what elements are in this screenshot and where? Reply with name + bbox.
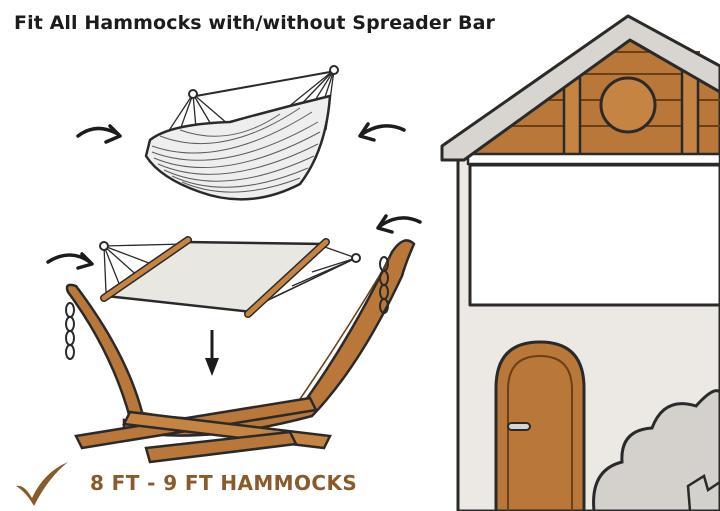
checkmark-icon (16, 462, 68, 506)
house-door (494, 340, 586, 511)
door-handle (507, 422, 531, 431)
house (440, 14, 720, 511)
net-hammock (144, 65, 339, 201)
curved-arrow-icon (358, 122, 406, 142)
down-arrow-icon (205, 330, 219, 376)
headline: Fit All Hammocks with/without Spreader B… (14, 12, 495, 34)
curved-arrow-icon (76, 124, 122, 144)
bush (592, 389, 720, 511)
hammock-stand (65, 239, 416, 464)
spreader-bar-hammock (99, 236, 361, 318)
curved-arrow-icon (46, 252, 94, 270)
attic-window (599, 76, 657, 134)
hammock-size-label: 8 FT - 9 FT HAMMOCKS (90, 471, 358, 495)
house-roof (440, 14, 720, 162)
size-callout: 8 FT - 9 FT HAMMOCKS (12, 458, 357, 508)
curved-arrow-icon (376, 214, 422, 234)
house-window (468, 163, 720, 307)
